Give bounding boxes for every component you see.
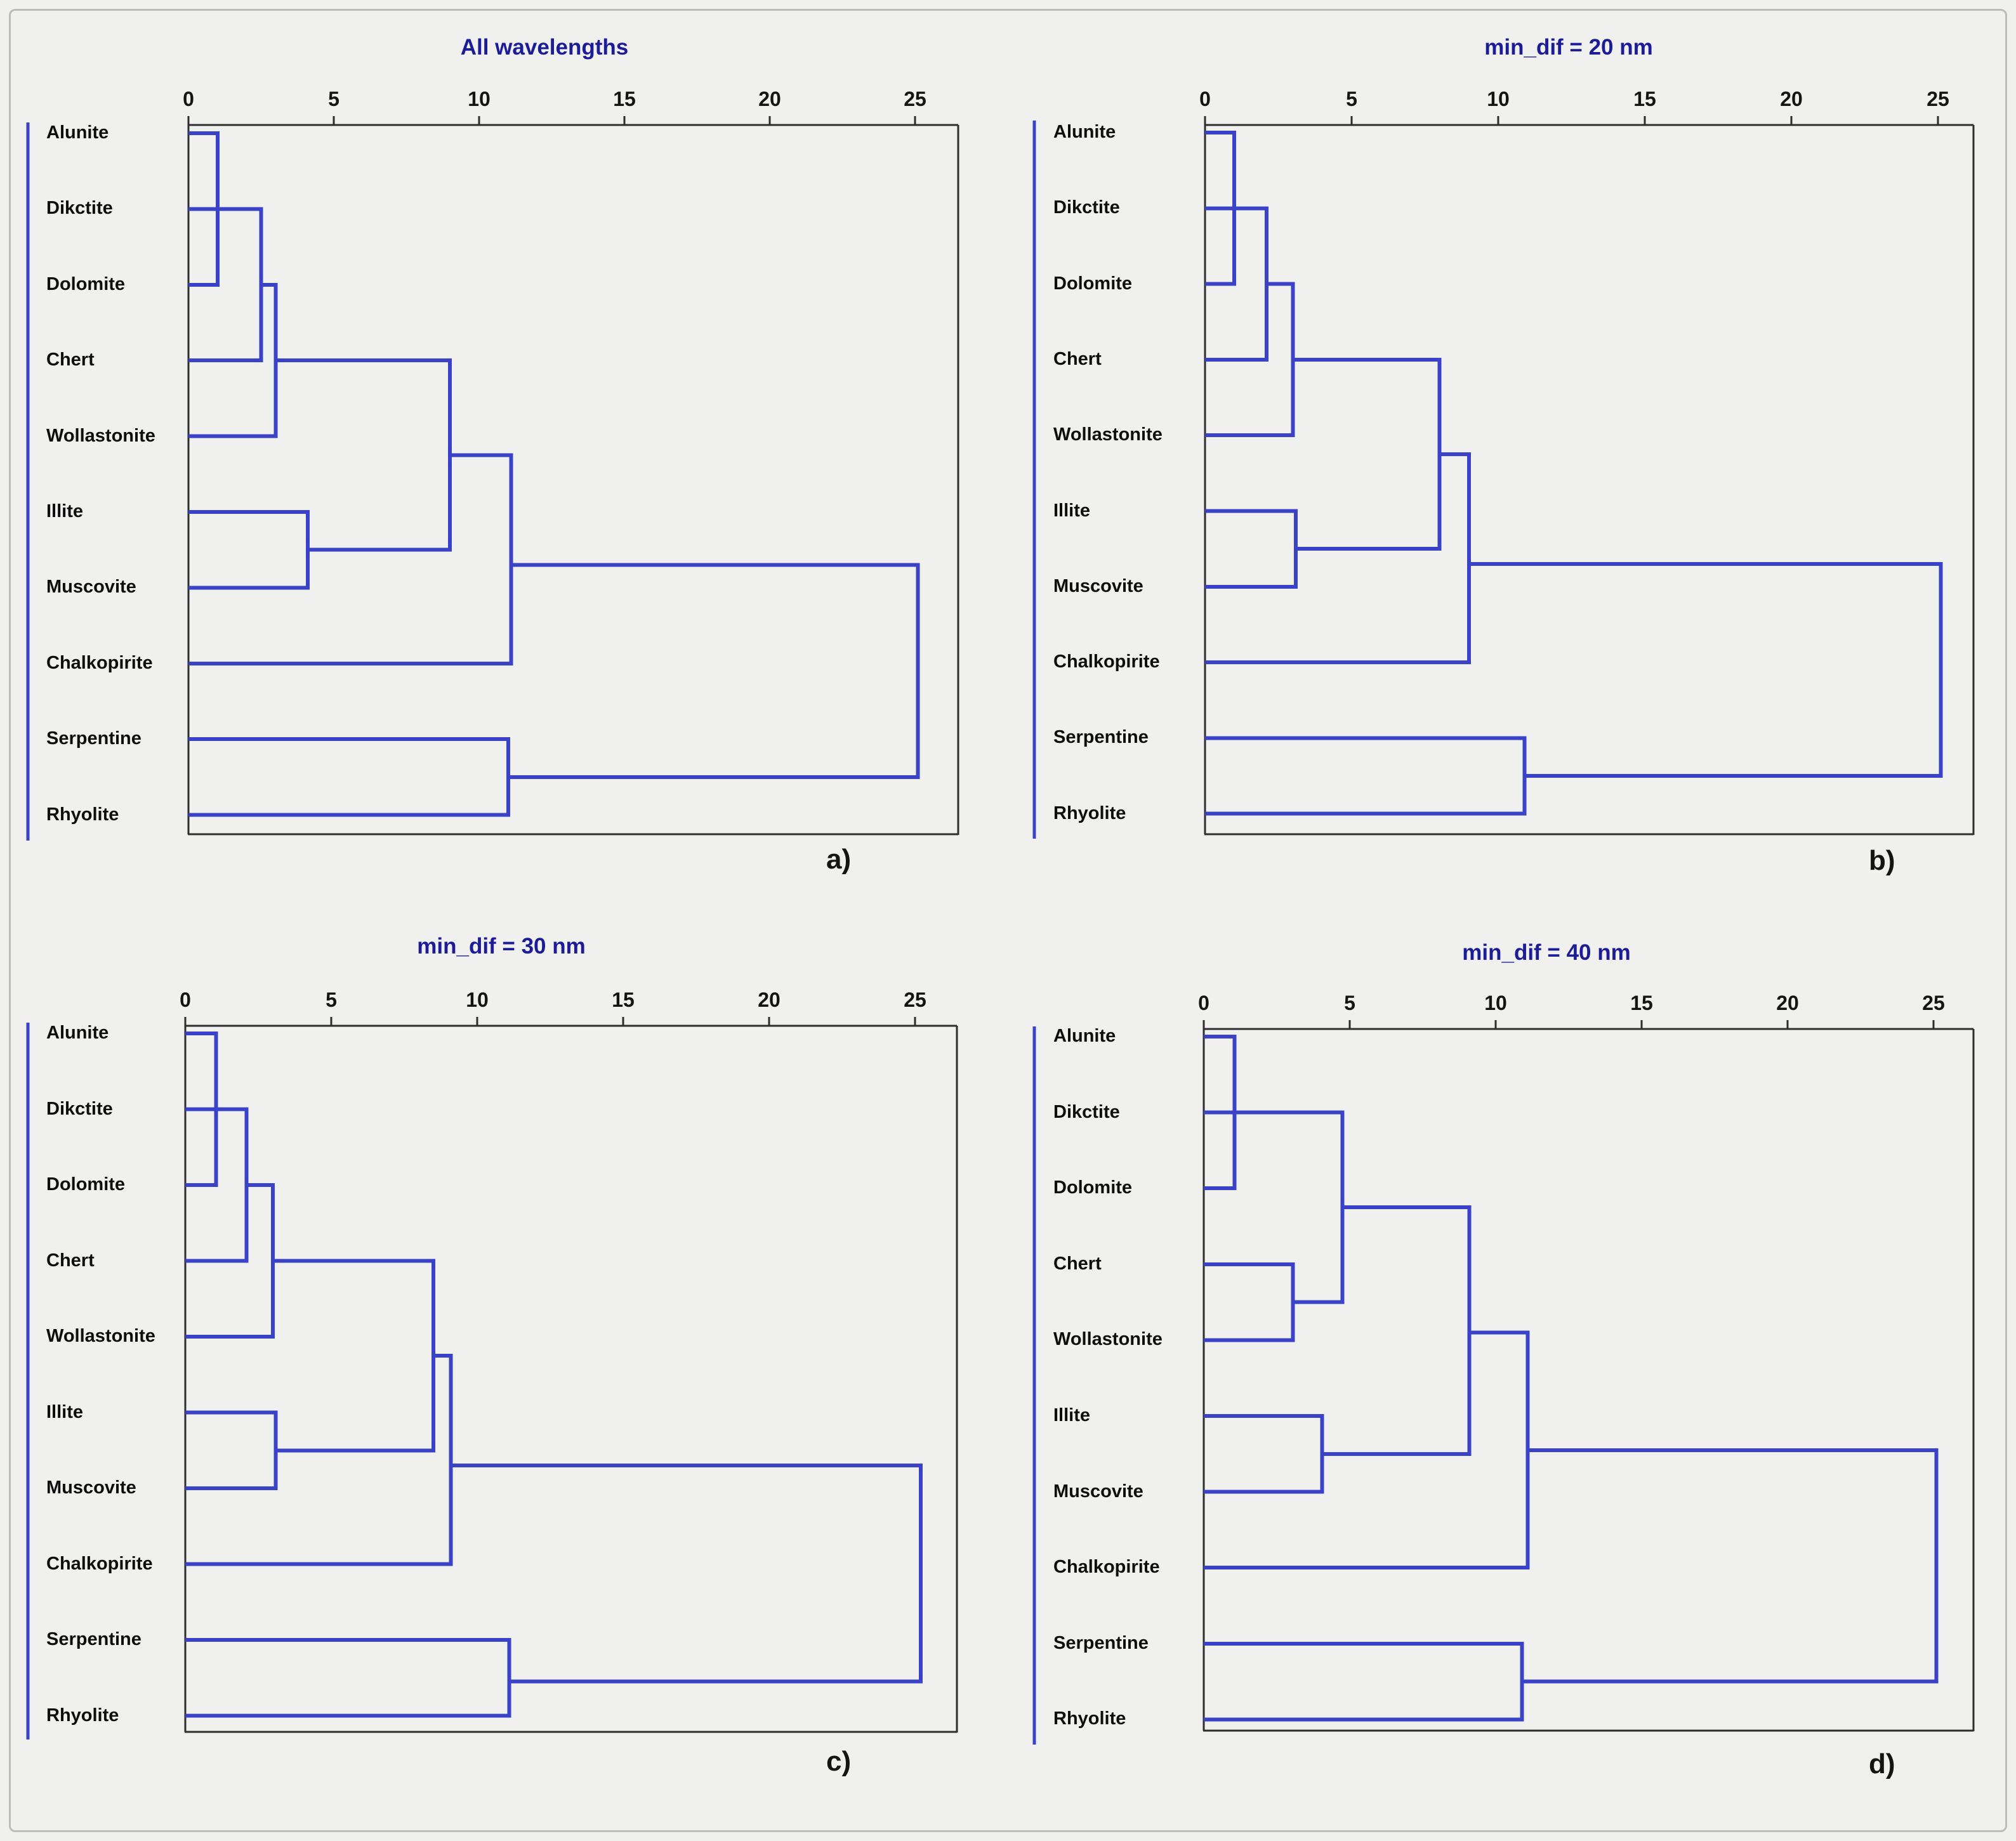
row-label-illite: Illite <box>1053 500 1091 521</box>
row-label-chalkopirite: Chalkopirite <box>46 652 153 673</box>
row-label-wollastonite: Wollastonite <box>1053 1329 1163 1350</box>
row-label-rhyolite: Rhyolite <box>1053 803 1126 823</box>
row-label-muscovite: Muscovite <box>1053 575 1143 596</box>
row-label-muscovite: Muscovite <box>1053 1481 1143 1502</box>
row-label-dikctite: Dikctite <box>46 1098 113 1119</box>
row-label-illite: Illite <box>1053 1405 1091 1425</box>
panel-caption: b) <box>1869 845 1895 876</box>
row-label-chalkopirite: Chalkopirite <box>1053 651 1160 672</box>
axis-tick-label: 20 <box>758 88 781 110</box>
row-label-dikctite: Dikctite <box>46 198 113 219</box>
panel-title: min_dif = 40 nm <box>1462 940 1631 965</box>
axis-tick-label: 25 <box>904 988 926 1011</box>
axis-tick-label: 15 <box>613 88 636 110</box>
axis-tick-label: 10 <box>1484 992 1507 1014</box>
row-label-wollastonite: Wollastonite <box>46 1325 155 1346</box>
row-label-muscovite: Muscovite <box>46 1477 136 1498</box>
row-label-chert: Chert <box>1053 1253 1102 1274</box>
axis-tick-label: 5 <box>328 88 339 110</box>
row-label-alunite: Alunite <box>46 1022 109 1043</box>
row-label-serpentine: Serpentine <box>46 728 142 749</box>
panel-caption: c) <box>826 1746 852 1777</box>
row-label-chert: Chert <box>1053 348 1102 369</box>
row-label-alunite: Alunite <box>1053 121 1116 142</box>
row-label-chert: Chert <box>46 1250 95 1271</box>
axis-tick-label: 25 <box>1922 992 1945 1014</box>
row-label-chalkopirite: Chalkopirite <box>1053 1557 1160 1578</box>
row-label-rhyolite: Rhyolite <box>46 1705 119 1726</box>
row-label-serpentine: Serpentine <box>1053 1632 1149 1653</box>
axis-tick-label: 25 <box>1927 88 1949 110</box>
axis-tick-label: 5 <box>326 988 337 1011</box>
axis-tick-label: 10 <box>468 88 491 110</box>
row-label-chalkopirite: Chalkopirite <box>46 1553 153 1574</box>
row-label-muscovite: Muscovite <box>46 577 136 598</box>
axis-tick-label: 0 <box>183 88 194 110</box>
row-label-illite: Illite <box>46 501 84 521</box>
row-label-rhyolite: Rhyolite <box>1053 1708 1126 1729</box>
row-label-dikctite: Dikctite <box>1053 1101 1120 1122</box>
axis-tick-label: 15 <box>1630 992 1653 1014</box>
row-label-wollastonite: Wollastonite <box>1053 424 1163 445</box>
axis-tick-label: 15 <box>1633 88 1656 110</box>
row-label-dolomite: Dolomite <box>1053 273 1133 294</box>
row-label-serpentine: Serpentine <box>46 1628 142 1649</box>
panel-title: min_dif = 30 nm <box>417 934 586 959</box>
axis-tick-label: 25 <box>904 88 926 110</box>
axis-tick-label: 20 <box>758 988 781 1011</box>
row-label-dolomite: Dolomite <box>1053 1177 1133 1198</box>
row-label-dolomite: Dolomite <box>46 273 126 294</box>
row-label-chert: Chert <box>46 350 95 370</box>
axis-tick-label: 0 <box>1198 992 1209 1014</box>
row-label-wollastonite: Wollastonite <box>46 425 155 446</box>
axis-tick-label: 5 <box>1344 992 1355 1014</box>
panel-title: min_dif = 20 nm <box>1484 35 1653 60</box>
row-label-dolomite: Dolomite <box>46 1174 126 1195</box>
panel-caption: d) <box>1869 1748 1895 1779</box>
axis-tick-label: 0 <box>1199 88 1211 110</box>
panel-title: All wavelengths <box>460 35 629 60</box>
row-label-alunite: Alunite <box>1053 1025 1116 1046</box>
row-label-illite: Illite <box>46 1401 84 1422</box>
row-label-rhyolite: Rhyolite <box>46 804 119 825</box>
axis-tick-label: 15 <box>612 988 635 1011</box>
axis-tick-label: 10 <box>1487 88 1510 110</box>
axis-tick-label: 20 <box>1776 992 1799 1014</box>
row-label-serpentine: Serpentine <box>1053 727 1149 748</box>
axis-tick-label: 20 <box>1780 88 1803 110</box>
row-label-alunite: Alunite <box>46 122 109 143</box>
axis-tick-label: 10 <box>466 988 489 1011</box>
row-label-dikctite: Dikctite <box>1053 197 1120 218</box>
axis-tick-label: 0 <box>180 988 191 1011</box>
axis-tick-label: 5 <box>1346 88 1357 110</box>
panel-caption: a) <box>826 844 852 875</box>
